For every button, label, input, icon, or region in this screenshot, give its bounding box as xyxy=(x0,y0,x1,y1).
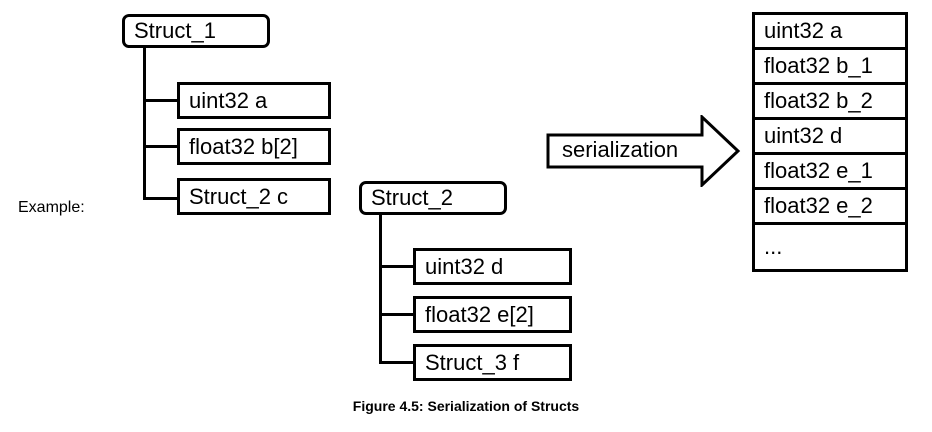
struct-1-field-a: uint32 a xyxy=(177,82,331,119)
struct-2-field-f: Struct_3 f xyxy=(413,344,572,381)
struct-2-field-e: float32 e[2] xyxy=(413,296,572,333)
serialized-row: float32 e_1 xyxy=(755,155,905,190)
serialized-row: uint32 a xyxy=(755,15,905,50)
serialized-row: float32 b_2 xyxy=(755,85,905,120)
serialized-row: uint32 d xyxy=(755,120,905,155)
struct-2-branch-f xyxy=(379,361,413,364)
struct-2-branch-e xyxy=(379,313,413,316)
struct-1-field-b-label: float32 b[2] xyxy=(189,133,298,159)
struct-2-trunk xyxy=(379,215,382,364)
struct-2-name: Struct_2 xyxy=(371,185,453,210)
struct-1-branch-a xyxy=(143,99,177,102)
struct-1-field-b: float32 b[2] xyxy=(177,128,331,165)
struct-1-field-c-label: Struct_2 c xyxy=(189,183,289,209)
serialization-label: serialization xyxy=(562,137,679,162)
serialized-row-ellipsis: ... xyxy=(764,234,783,259)
serialized-stream: uint32 a float32 b_1 float32 b_2 uint32 … xyxy=(752,12,908,272)
struct-2-branch-d xyxy=(379,265,413,268)
struct-2-field-d: uint32 d xyxy=(413,248,572,285)
serialization-arrow-icon xyxy=(546,115,741,187)
figure-caption: Figure 4.5: Serialization of Structs xyxy=(352,398,580,414)
struct-1-field-a-label: uint32 a xyxy=(189,87,268,113)
serialized-row: float32 b_1 xyxy=(755,50,905,85)
struct-1-branch-b xyxy=(143,145,177,148)
struct-1-field-c: Struct_2 c xyxy=(177,178,331,215)
struct-1-name: Struct_1 xyxy=(134,18,216,43)
struct-1-branch-c xyxy=(143,197,177,200)
struct-2-field-d-label: uint32 d xyxy=(425,253,504,279)
serialized-row: float32 e_2 xyxy=(755,190,905,225)
struct-1-trunk xyxy=(143,48,146,200)
example-label: Example: xyxy=(18,199,85,216)
struct-2-box: Struct_2 xyxy=(359,181,507,215)
struct-2-field-e-label: float32 e[2] xyxy=(425,301,534,327)
struct-2-field-f-label: Struct_3 f xyxy=(425,349,520,375)
struct-1-box: Struct_1 xyxy=(122,14,270,48)
